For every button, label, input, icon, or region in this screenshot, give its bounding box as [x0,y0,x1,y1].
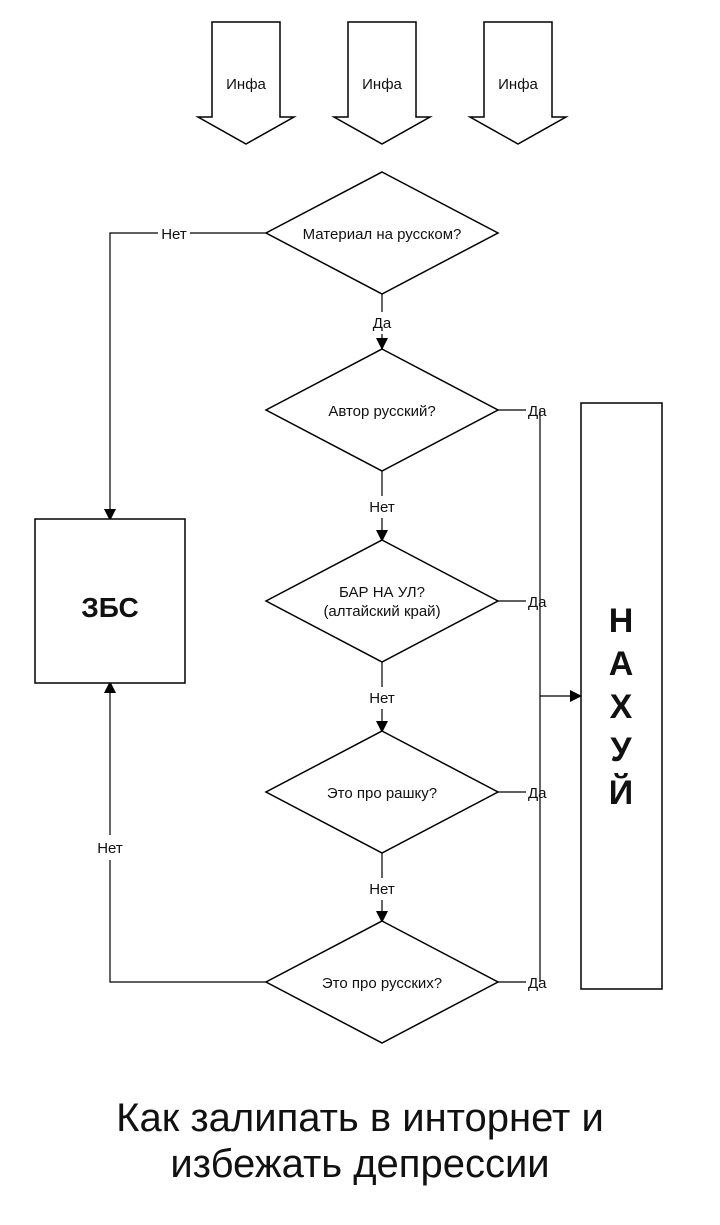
outcome-bad-letter-1: Н [609,602,634,640]
edge-label-q3-no: Нет [369,690,395,707]
edge-label-q2-yes: Да [528,403,547,420]
edge-label-q4-yes: Да [528,785,547,802]
input-label-2: Инфа [362,76,402,93]
edge-label-q5-no: Нет [97,840,123,857]
decision-q5: Это про русских? [264,920,500,1044]
input-label-3: Инфа [498,76,538,93]
outcome-bad: Н А Х У Й [580,402,663,990]
input-label-1: Инфа [226,76,266,93]
connector-q5-no-lower [109,860,266,983]
connectors [104,232,582,983]
decision-q4-label: Это про рашку? [327,785,437,802]
outcome-bad-letter-2: А [609,645,634,683]
edge-label-q3-yes: Да [528,594,547,611]
edge-label-q2-no: Нет [369,499,395,516]
edge-label-q1-no: Нет [161,226,187,243]
decision-q3-label-line1: БАР НА УЛ? [339,584,425,601]
decision-q1-label: Материал на русском? [303,226,462,243]
outcome-bad-letter-4: У [610,731,632,769]
caption-line-1: Как залипать в инторнет и [116,1096,604,1140]
input-arrow-2: Инфа [331,21,433,145]
outcome-good-label: ЗБС [81,592,139,623]
decision-q3: БАР НА УЛ? (алтайский край) [264,539,500,663]
edge-label-q4-no: Нет [369,881,395,898]
decision-q4: Это про рашку? [264,730,500,854]
decision-q2-label: Автор русский? [328,403,435,420]
outcome-bad-letter-3: Х [610,688,633,726]
caption-line-2: избежать депрессии [170,1142,550,1186]
decision-q3-label-line2: (алтайский край) [323,603,440,620]
decision-q5-label: Это про русских? [322,975,442,992]
edge-label-q5-yes: Да [528,975,547,992]
decision-q2: Автор русский? [264,348,500,472]
connector-q1-zbs [104,232,158,521]
outcome-bad-letter-5: Й [609,773,633,812]
caption: Как залипать в инторнет и избежать депре… [0,1095,720,1187]
decision-q1: Материал на русском? [264,171,500,295]
edge-label-q1-yes: Да [373,315,392,332]
input-arrow-1: Инфа [195,21,297,145]
input-arrow-3: Инфа [467,21,569,145]
outcome-good: ЗБС [34,518,186,684]
